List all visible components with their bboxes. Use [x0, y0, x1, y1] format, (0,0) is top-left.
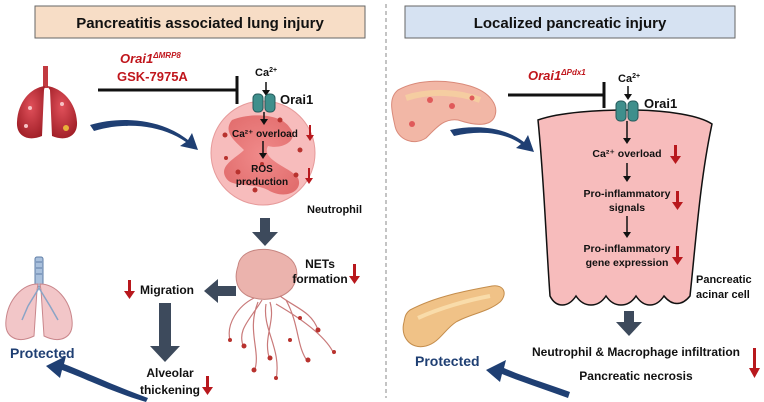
migration-down-arrow	[124, 280, 135, 299]
right-cell-to-infiltration-arrow	[616, 311, 642, 336]
alveolar-down-arrow	[202, 376, 213, 395]
nets-illustration	[228, 248, 336, 381]
inflamed-pancreas-icon	[391, 80, 497, 142]
nets-line1: NETs	[305, 257, 335, 271]
alveolar-line2: thickening	[140, 383, 200, 397]
left-overload-label: Ca²⁺ overload	[232, 129, 298, 140]
neutrophil-label: Neutrophil	[307, 204, 362, 216]
right-header-box	[404, 5, 736, 39]
inflamed-lung-icon	[16, 66, 78, 139]
left-ros-down-arrow	[305, 168, 313, 184]
right-step1-down-arrow	[670, 145, 681, 164]
left-inhibitor-drug: GSK-7975A	[117, 69, 188, 84]
left-orai1-channel-icon	[252, 93, 276, 113]
left-protected-curve-arrow	[46, 356, 148, 402]
nets-to-migration-arrow	[204, 279, 236, 303]
right-inhibitor-gene: Orai1ΔPdx1	[528, 68, 586, 83]
right-step1-label: Ca²⁺ overload	[592, 148, 661, 160]
left-title: Pancreatitis associated lung injury	[76, 15, 324, 32]
right-title: Localized pancreatic injury	[474, 15, 667, 32]
left-ros-line2: production	[236, 177, 288, 188]
nets-line2: formation	[292, 272, 347, 286]
right-channel-arrowhead	[623, 138, 631, 144]
right-outcome-down-arrow	[749, 348, 760, 378]
right-step3-down-arrow	[672, 246, 683, 265]
right-step3-line1: Pro-inflammatory	[584, 243, 671, 255]
left-overload-down-arrow	[306, 125, 314, 141]
migration-to-alveolar-arrow	[150, 303, 180, 362]
right-step2-down-arrow	[672, 191, 683, 210]
migration-label: Migration	[140, 283, 194, 297]
left-channel-arrowhead	[260, 119, 268, 125]
left-lung-to-cell-arrow	[90, 119, 198, 150]
acinar-cell	[537, 109, 713, 306]
left-header-box	[34, 5, 366, 39]
right-step2-line2: signals	[609, 202, 645, 214]
right-step2-arrowhead	[623, 232, 631, 238]
left-overload-arrowhead	[259, 153, 267, 159]
right-protected-label: Protected	[415, 353, 480, 369]
acinar-cell-line2: acinar cell	[696, 289, 750, 301]
left-ca-arrowhead	[262, 90, 270, 96]
left-inhibitor-gene: Orai1ΔMRP8	[120, 51, 181, 66]
healthy-pancreas-icon	[402, 285, 505, 348]
right-step2-line1: Pro-inflammatory	[584, 188, 671, 200]
infiltration-label: Neutrophil & Macrophage infiltration	[532, 345, 740, 359]
right-step1-arrowhead	[623, 176, 631, 182]
right-protected-curve-arrow	[486, 360, 570, 398]
right-pancreas-to-cell-arrow	[450, 127, 534, 152]
alveolar-line1: Alveolar	[146, 366, 194, 380]
left-ca-label: Ca2+	[255, 67, 277, 79]
left-protected-label: Protected	[10, 345, 75, 361]
acinar-cell-line1: Pancreatic	[696, 274, 752, 286]
healthy-lung-icon	[5, 256, 73, 340]
right-orai1-channel-icon	[615, 100, 639, 122]
right-step3-line2: gene expression	[586, 257, 669, 269]
right-ca-arrowhead	[624, 94, 632, 100]
left-cell-to-nets-arrow	[252, 218, 278, 246]
right-ca-label: Ca2+	[618, 73, 640, 85]
nets-down-arrow	[349, 264, 360, 284]
necrosis-label: Pancreatic necrosis	[579, 369, 693, 383]
right-channel-label: Orai1	[644, 96, 677, 111]
left-ros-line1: ROS	[251, 164, 273, 175]
left-channel-label: Orai1	[280, 92, 313, 107]
